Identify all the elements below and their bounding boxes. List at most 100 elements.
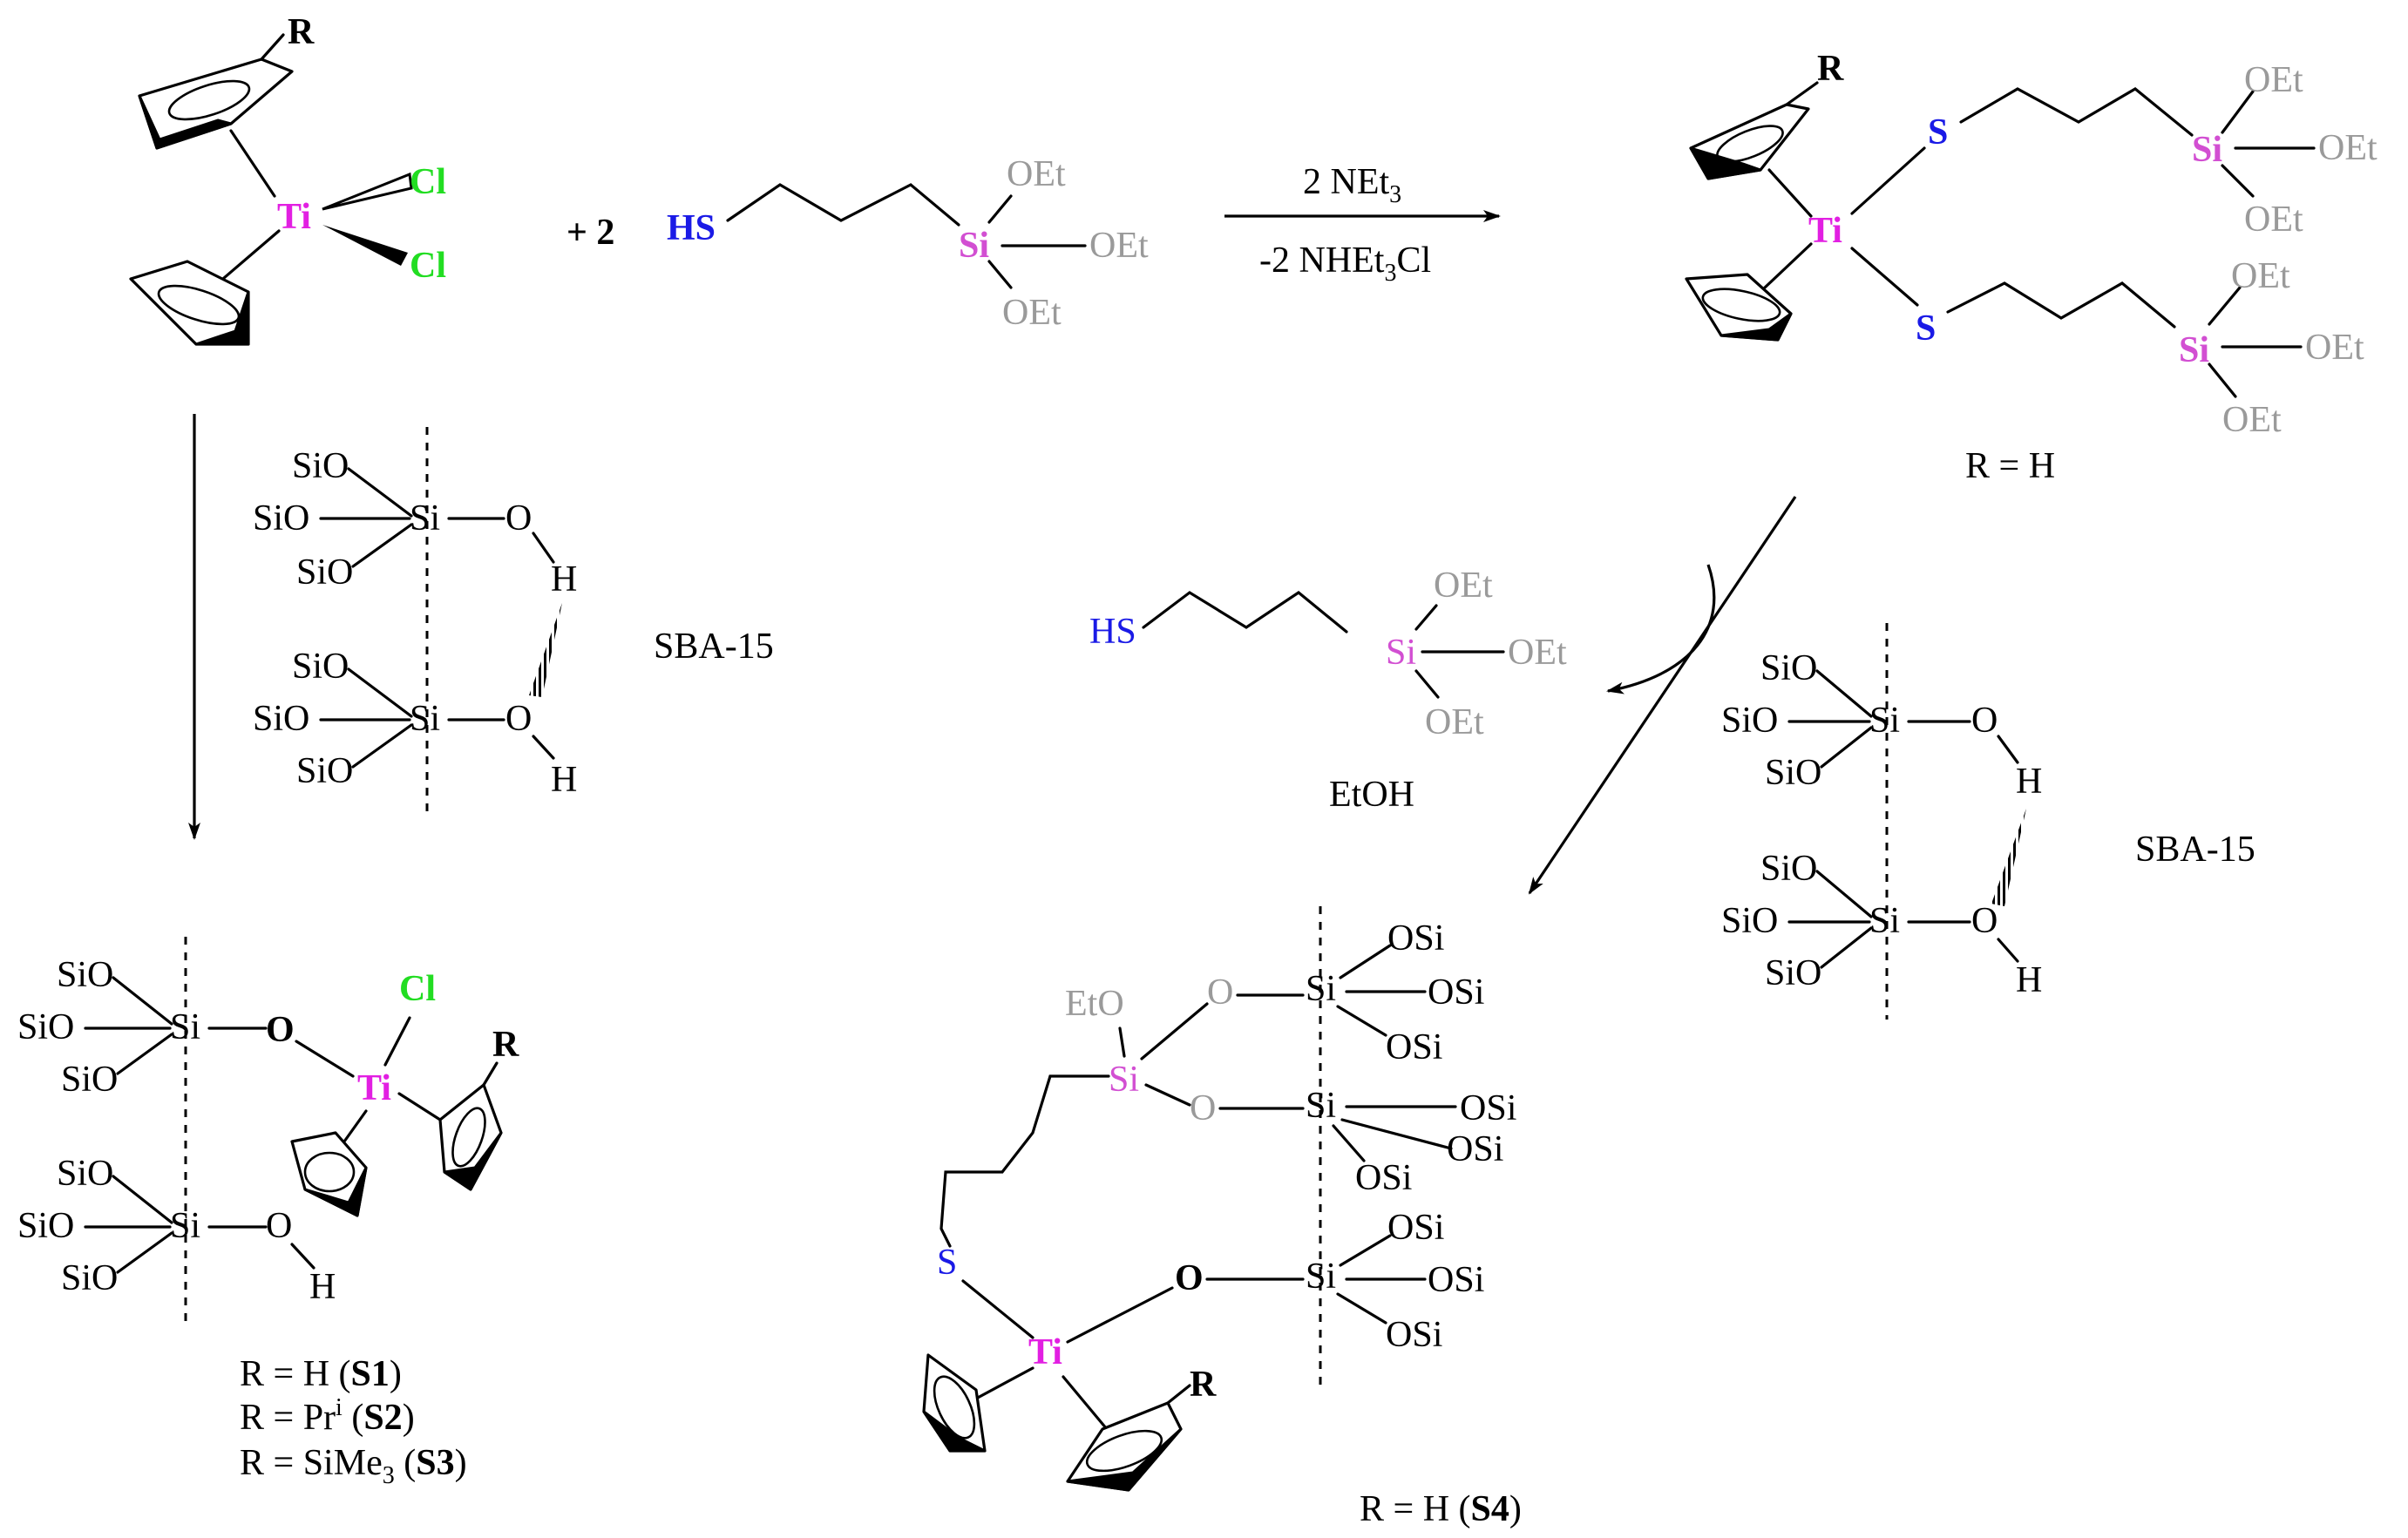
oet-top: OEt <box>1007 154 1066 194</box>
label-s4: R = H (S4) <box>1360 1489 1522 1529</box>
titanocene-dichloride: R Ti Cl Cl <box>129 12 446 346</box>
o-label-grey: O <box>1190 1088 1216 1128</box>
s-atom-lower: S <box>1916 308 1936 349</box>
si-atom-lower: Si <box>2179 330 2209 370</box>
reaction-arrow-1: 2 NEt3 -2 NHEt3Cl <box>1224 162 1501 287</box>
hs-group: HS <box>667 208 716 248</box>
eto-label: EtO <box>1065 984 1124 1024</box>
osi-label: OSi <box>1387 918 1444 959</box>
ti-atom-s1: Ti <box>357 1068 391 1108</box>
sio-label: SiO <box>1721 701 1778 741</box>
sio-label: SiO <box>292 446 349 486</box>
si-label: Si <box>1869 701 1900 741</box>
sio-label: SiO <box>61 1060 118 1100</box>
plus-two: + 2 <box>566 213 614 253</box>
cp-ring-top <box>138 58 294 150</box>
byproduct-etoh: EtOH <box>1329 775 1414 815</box>
osi-label: OSi <box>1447 1129 1503 1169</box>
sio-label: SiO <box>57 1154 113 1194</box>
sba15-surface-left: SiO SiO SiO Si O H SiO SiO SiO Si O H <box>253 427 577 819</box>
byproduct-mptes: HS Si OEt OEt OEt <box>1089 566 1567 742</box>
osi-label: OSi <box>1386 1315 1442 1355</box>
osi-label: OSi <box>1355 1158 1412 1198</box>
o-label-grey: O <box>1207 972 1233 1013</box>
si-label: Si <box>1306 969 1336 1009</box>
si-atom: Si <box>959 226 989 266</box>
s-atom-upper: S <box>1928 112 1948 152</box>
mptes-reagent: HS Si OEt OEt OEt <box>667 154 1149 333</box>
sba15-label-right: SBA-15 <box>2135 830 2255 870</box>
cp-ring-s1-right <box>438 1083 503 1191</box>
sba15-surface-right: SiO SiO SiO Si O H SiO SiO SiO Si O H <box>1721 623 2042 1020</box>
o-label: O <box>505 699 532 739</box>
sio-label: SiO <box>57 955 113 995</box>
sio-label: SiO <box>1765 953 1821 993</box>
r-substituent: R <box>288 12 315 52</box>
h-label: H <box>309 1267 336 1307</box>
label-s3: R = SiMe3 (S3) <box>240 1443 467 1489</box>
oet-label: OEt <box>1425 702 1484 742</box>
si-label: Si <box>170 1206 200 1246</box>
label-s2: R = Pri (S2) <box>240 1394 415 1438</box>
o-label: O <box>505 498 532 539</box>
oet-label: OEt <box>1434 566 1493 606</box>
si-label: Si <box>1306 1257 1336 1297</box>
sio-label: SiO <box>1760 849 1817 889</box>
cl-atom-2: Cl <box>410 246 446 286</box>
si-label: Si <box>410 699 440 739</box>
sio-label: SiO <box>253 498 309 539</box>
osi-label: OSi <box>1387 1208 1444 1248</box>
si-linker: Si <box>1109 1060 1139 1100</box>
oet-bottom: OEt <box>1002 293 1062 333</box>
ti-atom-product: Ti <box>1808 211 1842 251</box>
sio-label: SiO <box>292 647 349 687</box>
o-bridge-s4: O <box>1175 1258 1204 1298</box>
si-atom-upper: Si <box>2192 130 2222 170</box>
oet-right: OEt <box>1089 226 1149 266</box>
osi-label: OSi <box>1386 1027 1442 1067</box>
oet-upper-1: OEt <box>2244 60 2303 100</box>
si-atom: Si <box>1386 633 1416 673</box>
ti-atom-s4: Ti <box>1028 1332 1062 1372</box>
oet-label: OEt <box>1508 633 1567 673</box>
titanocene-dithiolate: R Ti S Si OEt OEt OEt S Si OEt OEt OEt <box>1685 49 2377 440</box>
sio-label: SiO <box>296 751 353 791</box>
si-label: Si <box>410 498 440 539</box>
o-bridge: O <box>266 1010 295 1050</box>
cp-ring-s4-right <box>1066 1401 1183 1492</box>
sio-label: SiO <box>296 552 353 593</box>
si-label: Si <box>1869 901 1900 941</box>
si-label: Si <box>1306 1086 1336 1126</box>
r-substituent-s4: R <box>1190 1365 1217 1405</box>
sio-label: SiO <box>1760 648 1817 688</box>
sba15-label-left: SBA-15 <box>654 627 774 667</box>
cl-atom-1: Cl <box>410 162 446 202</box>
grafted-titanocene-s1-s3: SiO SiO SiO Si O Ti Cl R SiO SiO SiO Si <box>17 937 519 1329</box>
cp-ring-s1-left <box>290 1131 368 1217</box>
arrow-top-reagent: 2 NEt3 <box>1303 162 1401 208</box>
s-atom-linker: S <box>937 1243 957 1283</box>
o-label: O <box>1971 901 1998 941</box>
h-label: H <box>551 559 577 600</box>
label-r-equals-h: R = H <box>1965 446 2055 486</box>
sio-label: SiO <box>1765 753 1821 793</box>
cp-ring-s4-left <box>922 1353 987 1453</box>
sio-label: SiO <box>61 1258 118 1298</box>
r-substituent-product: R <box>1817 49 1844 89</box>
o-label: O <box>1971 701 1998 741</box>
label-s1: R = H (S1) <box>240 1354 402 1394</box>
sio-label: SiO <box>17 1007 74 1047</box>
oet-lower-3: OEt <box>2222 400 2282 440</box>
sio-label: SiO <box>1721 901 1778 941</box>
hs-group: HS <box>1089 612 1136 652</box>
h-label: H <box>2016 960 2042 1000</box>
oet-upper-2: OEt <box>2318 128 2377 168</box>
reaction-arrow-diagonal <box>1528 496 1797 895</box>
o-label: O <box>266 1206 292 1246</box>
oet-lower-1: OEt <box>2231 256 2290 296</box>
grafted-titanocene-s4: Si OSi OSi OSi Si OSi OSi OSi Si OSi OSi… <box>922 906 1516 1492</box>
hydrogen-bond <box>529 603 562 697</box>
h-label: H <box>551 760 577 800</box>
elimination-arrow <box>1606 564 1716 694</box>
cp-ring-top-product <box>1689 103 1810 180</box>
